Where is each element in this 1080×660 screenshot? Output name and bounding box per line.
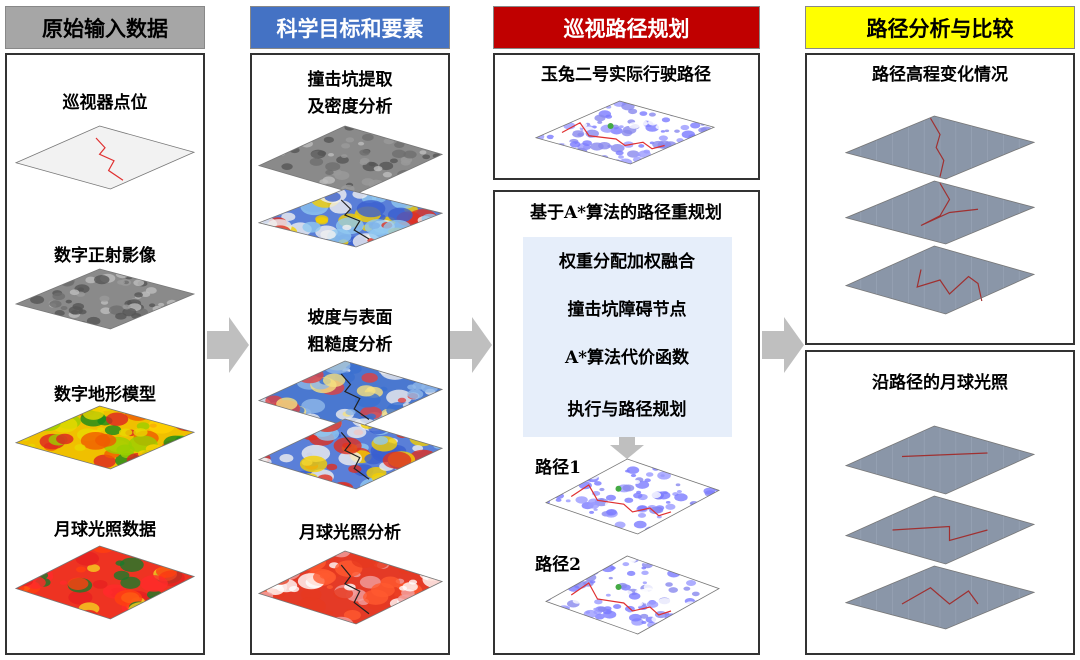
step-cost-function: A*算法代价函数 bbox=[564, 348, 690, 368]
orthoimage-map bbox=[15, 268, 195, 330]
dem-map bbox=[15, 405, 195, 470]
elevation-map-2 bbox=[845, 180, 1035, 245]
label-illumination-data: 月球光照数据 bbox=[54, 520, 156, 540]
label-line: 及密度分析 bbox=[307, 97, 393, 117]
label-dom: 数字正射影像 bbox=[54, 246, 156, 266]
label-replan: 基于A*算法的路径重规划 bbox=[529, 203, 723, 223]
crater-density-map bbox=[258, 188, 443, 248]
crater-orthoimage-map bbox=[258, 125, 443, 195]
slope-map bbox=[258, 360, 443, 430]
down-arrow-icon bbox=[610, 437, 644, 459]
illumination-map-2 bbox=[845, 495, 1035, 565]
roughness-map bbox=[258, 418, 443, 490]
label-crater-extraction: 撞击坑提取及密度分析 bbox=[308, 67, 393, 121]
step-execute-planning: 执行与路径规划 bbox=[567, 400, 687, 420]
header-path-planning: 巡视路径规划 bbox=[493, 6, 760, 49]
path-1-map bbox=[545, 458, 720, 535]
label-illumination-analysis: 月球光照分析 bbox=[299, 523, 401, 543]
label-dem: 数字地形模型 bbox=[54, 385, 156, 405]
right-arrow-icon bbox=[762, 317, 804, 373]
label-actual-path: 玉兔二号实际行驶路径 bbox=[541, 65, 711, 85]
illumination-map-1 bbox=[845, 425, 1035, 495]
illumination-data-map bbox=[15, 545, 195, 620]
label-path-1: 路径1 bbox=[535, 458, 581, 478]
label-line: 粗糙度分析 bbox=[307, 335, 393, 355]
label-rover-points: 巡视器点位 bbox=[62, 93, 148, 113]
step-crater-obstacles: 撞击坑障碍节点 bbox=[567, 300, 687, 320]
path-2-map bbox=[545, 555, 720, 635]
rover-points-map bbox=[15, 125, 195, 190]
label-elevation: 路径高程变化情况 bbox=[872, 65, 1008, 85]
illumination-map-3 bbox=[845, 565, 1035, 630]
illumination-analysis-map bbox=[258, 550, 443, 625]
label-illumination-along-path: 沿路径的月球光照 bbox=[872, 373, 1008, 393]
right-arrow-icon bbox=[450, 317, 492, 373]
elevation-map-3 bbox=[845, 245, 1035, 315]
step-weight-fusion: 权重分配加权融合 bbox=[559, 252, 695, 272]
header-science-goals: 科学目标和要素 bbox=[250, 6, 450, 49]
actual-path-map bbox=[535, 100, 715, 165]
label-line: 坡度与表面 bbox=[307, 308, 393, 328]
header-input-data: 原始输入数据 bbox=[5, 6, 205, 49]
label-path-2: 路径2 bbox=[535, 555, 581, 575]
right-arrow-icon bbox=[207, 317, 249, 373]
header-path-analysis: 路径分析与比较 bbox=[805, 6, 1075, 49]
label-slope-roughness: 坡度与表面粗糙度分析 bbox=[308, 305, 393, 359]
elevation-map-1 bbox=[845, 115, 1035, 180]
label-line: 撞击坑提取 bbox=[307, 70, 393, 90]
algorithm-steps-box bbox=[523, 237, 732, 437]
